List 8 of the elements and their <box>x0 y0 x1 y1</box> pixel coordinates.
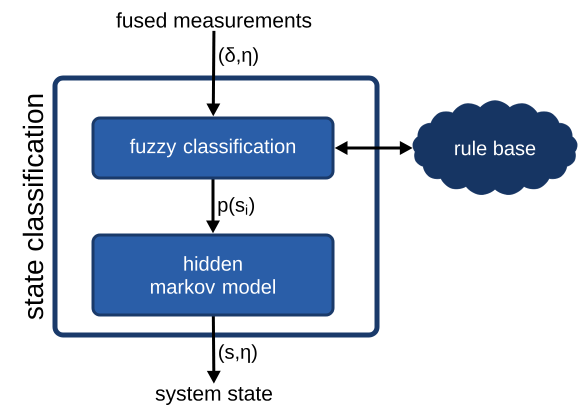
edge-label: (δ,η) <box>216 46 260 67</box>
io-label: fused measurements <box>116 12 312 28</box>
process-box: hidden markov model <box>92 234 334 316</box>
process-box: fuzzy classification <box>92 116 334 180</box>
io-label: system state <box>156 387 272 405</box>
rotated-heading: state classification <box>22 94 44 320</box>
edge-label: (s,η) <box>216 343 259 364</box>
edge-label: p(s$_{i}$) <box>216 196 256 217</box>
